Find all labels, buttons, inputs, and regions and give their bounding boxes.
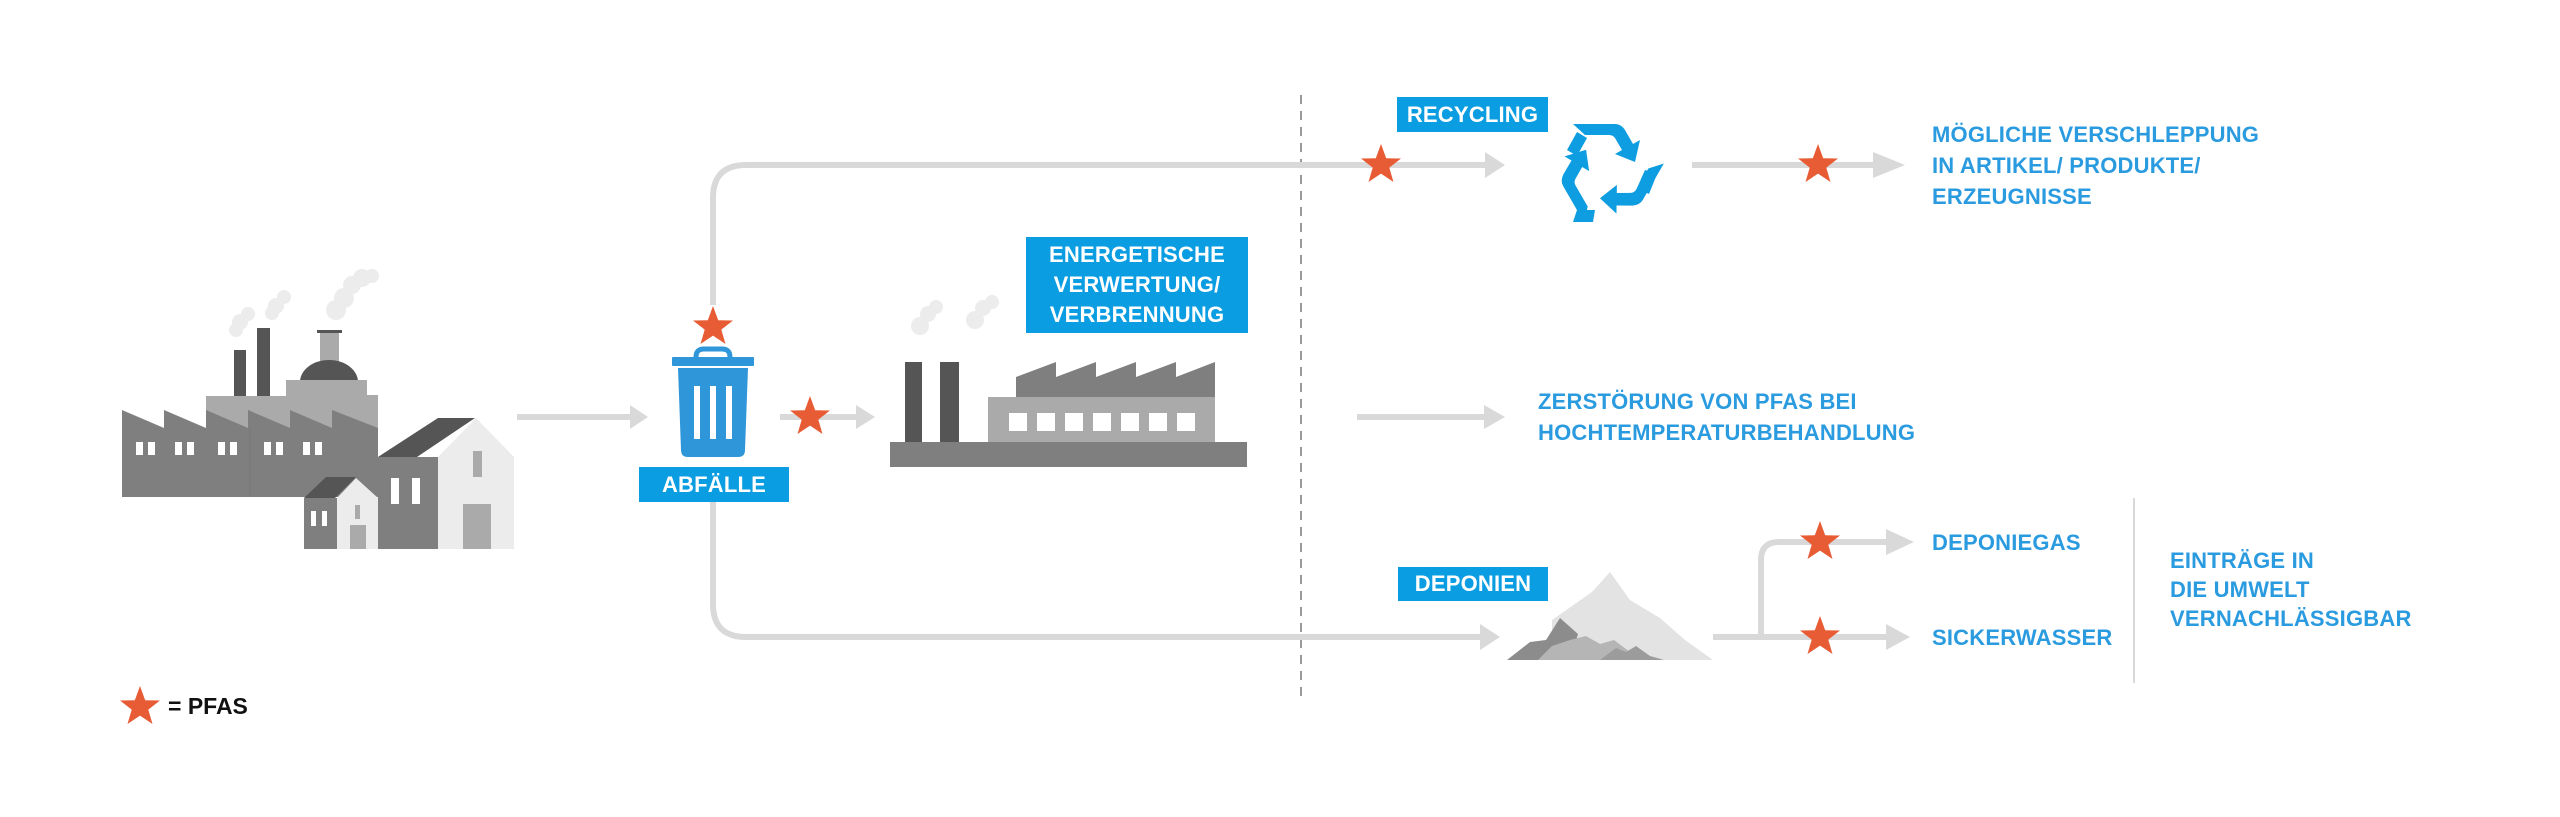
recycling-outcome-line: MÖGLICHE VERSCHLEPPUNG — [1932, 122, 2260, 147]
landfill-output-leachate-text: SICKERWASSER — [1932, 625, 2113, 650]
legend-star-spacer — [116, 684, 164, 728]
trash-bin-icon — [672, 346, 754, 457]
incineration-label-line: VERWERTUNG/ — [1053, 272, 1221, 297]
incineration-label-line: ENERGETISCHE — [1049, 242, 1225, 267]
incineration-label-line: VERBRENNUNG — [1049, 302, 1225, 327]
arrow-incineration-to-outcome — [1357, 405, 1505, 429]
legend-text: = PFAS — [168, 692, 248, 719]
recycling-label: RECYCLING — [1397, 97, 1548, 132]
incineration-label: ENERGETISCHE VERWERTUNG/ VERBRENNUNG — [1026, 237, 1248, 333]
smoke-icon — [911, 295, 999, 335]
recycle-icon — [1550, 124, 1664, 223]
smoke-icon — [229, 269, 379, 337]
recycling-label-text: RECYCLING — [1406, 101, 1539, 127]
arrow-landfill-outputs — [1713, 529, 1914, 650]
landfill-conclusion-line: VERNACHLÄSSIGBAR — [2170, 606, 2412, 631]
pfas-star-icon — [1800, 616, 1840, 654]
pfas-star-icon — [1361, 144, 1401, 182]
landfill-conclusion-line: DIE UMWELT — [2170, 577, 2310, 602]
landfill-output-gas: DEPONIEGAS — [1932, 527, 2081, 558]
pfas-star-icon — [693, 306, 733, 344]
incineration-outcome-line: ZERSTÖRUNG VON PFAS BEI — [1538, 389, 1857, 414]
landfill-conclusion: EINTRÄGE IN DIE UMWELT VERNACHLÄSSIGBAR — [2170, 546, 2412, 633]
recycling-outcome-line: ERZEUGNISSE — [1932, 184, 2092, 209]
incineration-plant-icon — [890, 295, 1247, 467]
arrow-recycling-to-outcome — [1692, 152, 1905, 178]
recycling-outcome: MÖGLICHE VERSCHLEPPUNG IN ARTIKEL/ PRODU… — [1932, 119, 2259, 212]
recycling-outcome-line: IN ARTIKEL/ PRODUKTE/ — [1932, 153, 2201, 178]
landfill-label-text: DEPONIEN — [1414, 571, 1532, 596]
arrow-waste-to-recycling — [710, 152, 1505, 305]
arrow-source-to-waste — [517, 405, 648, 429]
pfas-star-icon — [790, 396, 830, 434]
landfill-output-leachate: SICKERWASSER — [1932, 622, 2112, 653]
arrow-waste-to-incineration — [780, 405, 875, 429]
waste-label: ABFÄLLE — [639, 467, 789, 502]
landfill-output-gas-text: DEPONIEGAS — [1932, 530, 2081, 555]
factory-and-houses-icon — [122, 269, 514, 549]
arrow-waste-to-landfill — [710, 502, 1500, 650]
landfill-conclusion-line: EINTRÄGE IN — [2170, 548, 2314, 573]
waste-label-text: ABFÄLLE — [661, 471, 767, 497]
pfas-star-icon — [1800, 521, 1840, 559]
incineration-outcome-line: HOCHTEMPERATURBEHANDLUNG — [1538, 420, 1916, 445]
legend: = PFAS — [116, 684, 248, 728]
incineration-outcome: ZERSTÖRUNG VON PFAS BEI HOCHTEMPERATURBE… — [1538, 386, 1915, 448]
landfill-mountain-icon — [1507, 572, 1713, 660]
pfas-star-icon — [1798, 144, 1838, 182]
landfill-label: DEPONIEN — [1398, 567, 1548, 601]
